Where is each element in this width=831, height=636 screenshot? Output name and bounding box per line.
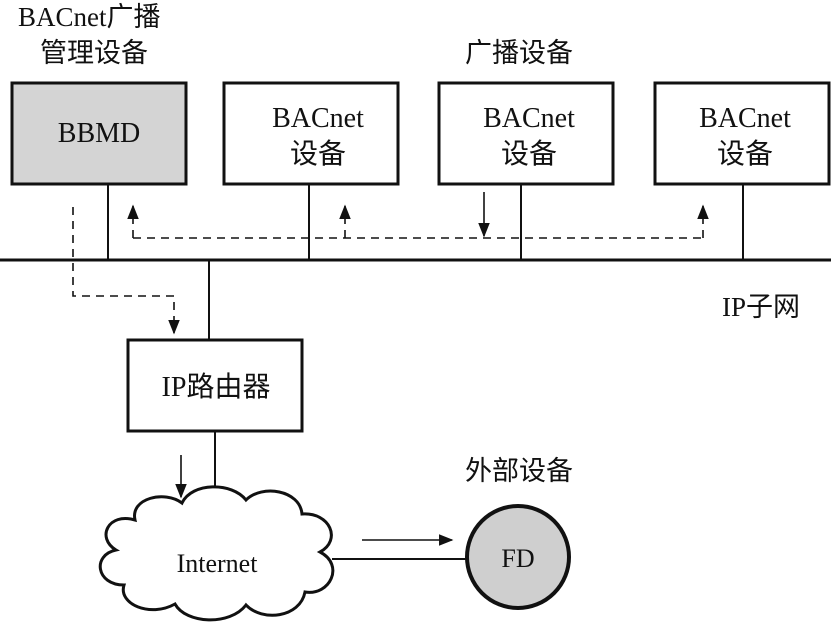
bacnet-device-1-line1: BACnet bbox=[272, 103, 364, 134]
bacnet-device-2-line2: 设备 bbox=[501, 138, 557, 170]
bacnet-device-3: BACnet 设备 bbox=[653, 81, 831, 186]
fd-label: FD bbox=[501, 544, 534, 573]
ip-router-box bbox=[126, 338, 304, 433]
ip-router-label: IP路由器 bbox=[162, 371, 271, 403]
bbmd-box bbox=[10, 81, 188, 186]
internet-cloud-shape bbox=[98, 485, 335, 622]
ip-subnet-label: IP子网 bbox=[722, 292, 800, 322]
bacnet-device-1: BACnet 设备 bbox=[222, 81, 400, 186]
external-device-caption: 外部设备 bbox=[465, 456, 573, 486]
bacnet-device-3-line1: BACnet bbox=[699, 103, 791, 134]
internet-cloud: Internet bbox=[98, 485, 335, 622]
fd-circle bbox=[465, 504, 571, 610]
bbmd-caption-line2: 管理设备 bbox=[40, 38, 148, 68]
bbmd-caption-line1: BACnet广播 bbox=[18, 2, 161, 32]
broadcast-devices-caption: 广播设备 bbox=[465, 38, 573, 68]
internet-label: Internet bbox=[177, 549, 259, 578]
fd-node: FD bbox=[465, 504, 571, 610]
bacnet-device-1-line2: 设备 bbox=[290, 138, 346, 170]
bbmd-node: BBMD bbox=[10, 81, 188, 186]
bacnet-device-2: BACnet 设备 bbox=[437, 81, 615, 186]
bacnet-device-1-box bbox=[222, 81, 400, 186]
bacnet-device-2-box bbox=[437, 81, 615, 186]
ip-router-node: IP路由器 bbox=[126, 338, 304, 433]
bbmd-label: BBMD bbox=[58, 118, 140, 149]
bacnet-device-2-line1: BACnet bbox=[483, 103, 575, 134]
bacnet-device-3-line2: 设备 bbox=[717, 138, 773, 170]
bbmd-to-router-dashed-path bbox=[72, 207, 180, 335]
